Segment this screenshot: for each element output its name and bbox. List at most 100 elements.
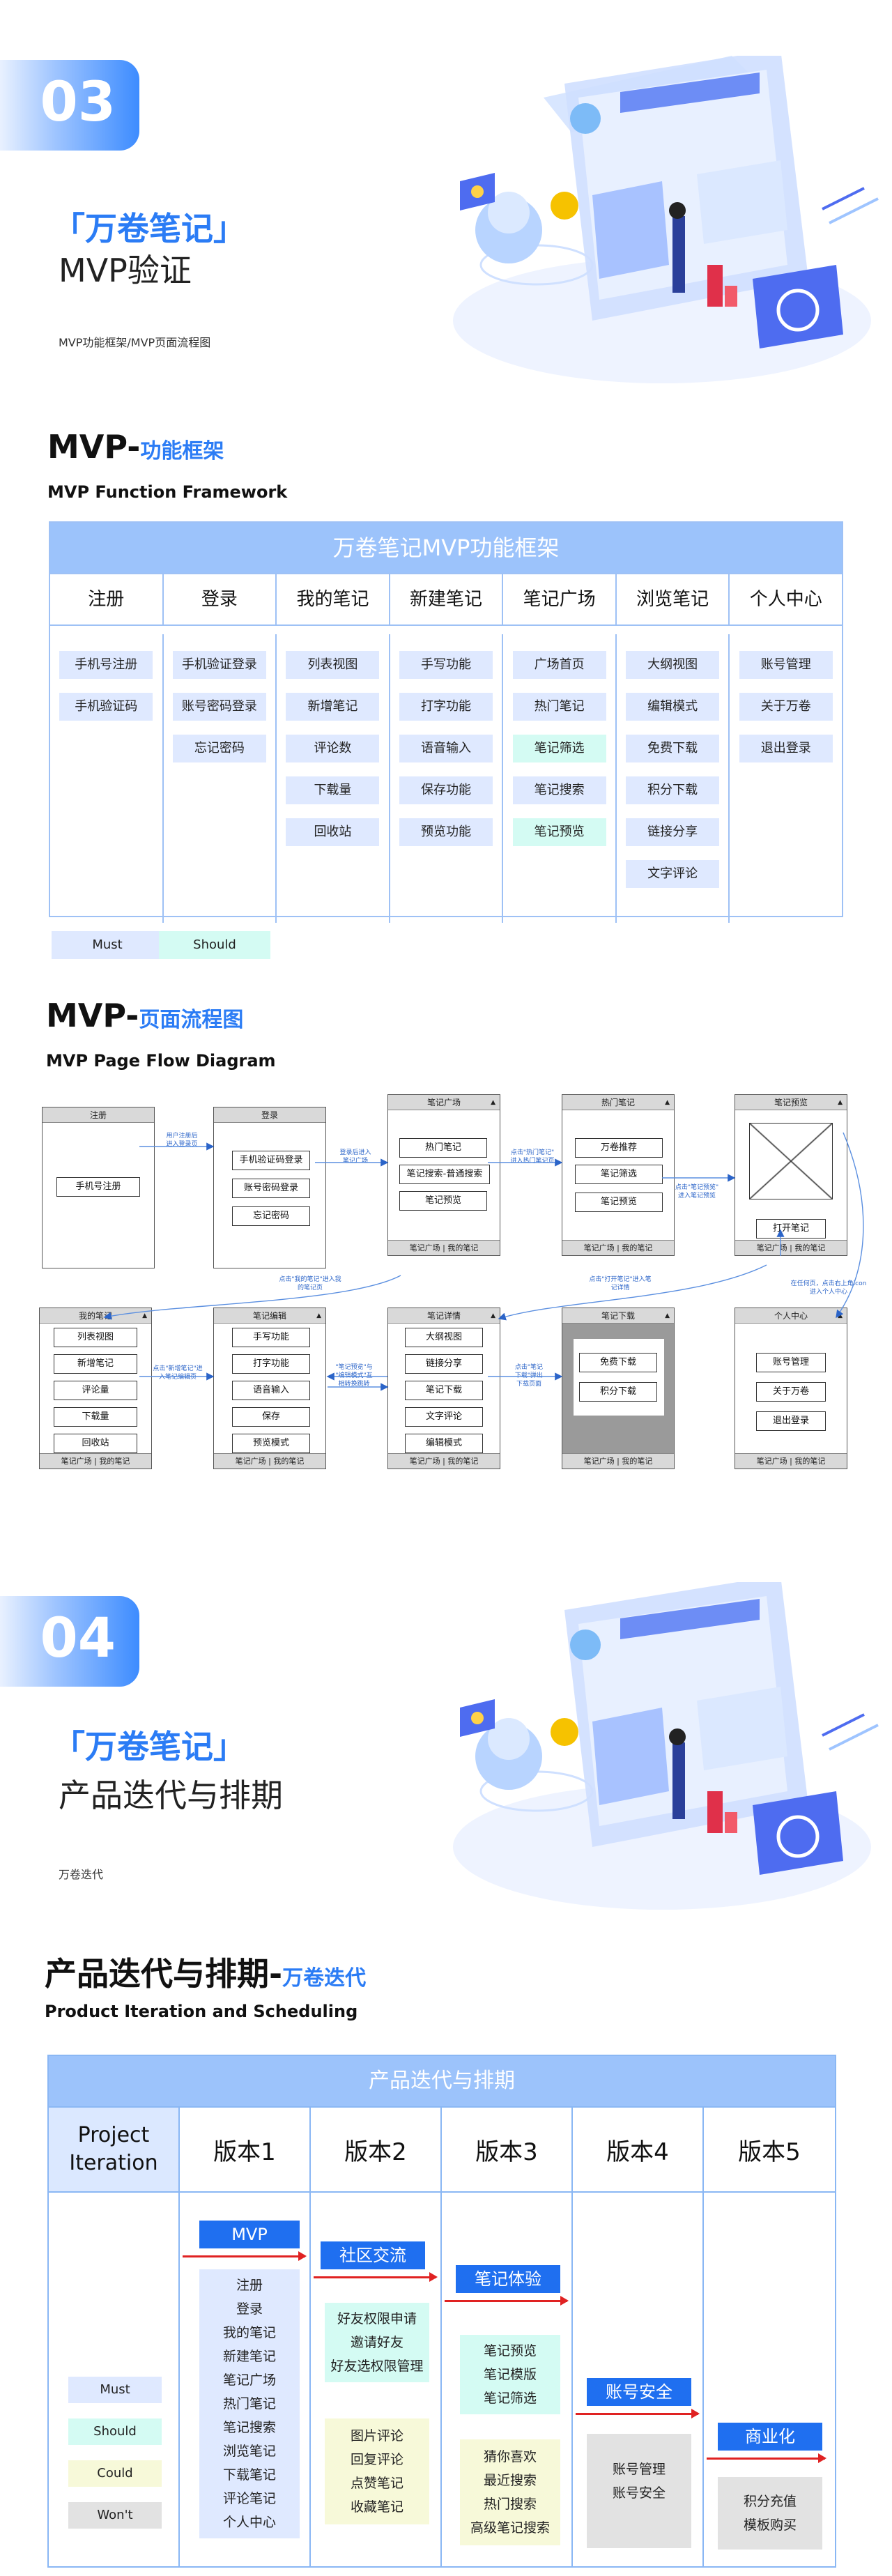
- flow-button[interactable]: 笔记下载: [405, 1381, 483, 1400]
- flow-button[interactable]: 积分下载: [579, 1382, 657, 1402]
- screen-footer-nav[interactable]: 笔记广场 | 我的笔记: [214, 1453, 325, 1469]
- framework-column-body: 账号管理关于万卷退出登录: [730, 634, 842, 923]
- section-subtitle-2: 产品迭代与排期: [59, 1777, 283, 1814]
- feature-tag: 账号密码登录: [172, 693, 266, 721]
- framework-table-title: 万卷笔记MVP功能框架: [50, 523, 842, 573]
- flow-button[interactable]: 笔记预览: [399, 1191, 487, 1211]
- iteration-item: 高级笔记搜索: [470, 2520, 550, 2536]
- flow-button[interactable]: 链接分享: [405, 1354, 483, 1374]
- flow-annotation: 点击"打开笔记"进入笔 记详情: [589, 1276, 652, 1291]
- framework-column-header: 浏览笔记: [617, 574, 730, 624]
- flow-screen-edit: 笔记编辑▲ 手写功能打字功能语音输入保存预览模式笔记广场 | 我的笔记: [213, 1308, 326, 1469]
- flow-button[interactable]: 账号密码登录: [232, 1179, 310, 1198]
- flow-annotation: 在任何页，点击右上角icon 进入个人中心: [790, 1280, 867, 1296]
- feature-tag: 手写功能: [399, 651, 493, 679]
- section-caption-2: 万卷迭代: [59, 1868, 104, 1881]
- flow-button[interactable]: 退出登录: [756, 1411, 826, 1431]
- feature-tag: 新增笔记: [286, 693, 380, 721]
- version-2-column: 社区交流 好友权限申请邀请好友好友选权限管理 图片评论回复评论点赞笔记收藏笔记: [311, 2193, 442, 2566]
- user-icon[interactable]: ▲: [665, 1099, 670, 1106]
- feature-tag: 列表视图: [286, 651, 380, 679]
- framework-column-body: 广场首页热门笔记笔记筛选笔记搜索笔记预览: [503, 634, 617, 923]
- flow-button[interactable]: 文字评论: [405, 1407, 483, 1427]
- version-3-column: 笔记体验 笔记预览笔记模版笔记筛选 猜你喜欢最近搜索热门搜索高级笔记搜索: [442, 2193, 573, 2566]
- screen-footer-nav[interactable]: 笔记广场 | 我的笔记: [735, 1240, 847, 1255]
- flow-annotation: 点击"我的笔记"进入我 的笔记页: [279, 1276, 341, 1291]
- flow-button[interactable]: 编辑模式: [405, 1434, 483, 1453]
- flow-button[interactable]: 手机号注册: [56, 1177, 140, 1197]
- iteration-heading: 产品迭代与排期-万卷迭代: [45, 1955, 367, 1993]
- screen-footer-nav[interactable]: 笔记广场 | 我的笔记: [735, 1453, 847, 1469]
- feature-tag: 链接分享: [626, 818, 720, 846]
- flow-button[interactable]: 关于万卷: [756, 1382, 826, 1402]
- screen-title: 热门笔记▲: [562, 1095, 674, 1110]
- flow-button[interactable]: 打字功能: [232, 1354, 310, 1374]
- version-2-header: 版本2: [311, 2108, 442, 2191]
- user-icon[interactable]: ▲: [838, 1099, 843, 1106]
- flow-button[interactable]: 笔记预览: [575, 1193, 663, 1212]
- user-icon[interactable]: ▲: [491, 1099, 495, 1106]
- feature-tag: 笔记搜索: [512, 776, 606, 804]
- iteration-item: 新建笔记: [222, 2349, 276, 2364]
- iteration-item: 模板购买: [743, 2517, 797, 2533]
- flow-button[interactable]: 评论量: [54, 1381, 137, 1400]
- flow-button[interactable]: 手写功能: [232, 1328, 310, 1347]
- user-icon[interactable]: ▲: [491, 1312, 495, 1319]
- iteration-item: 笔记模版: [483, 2367, 537, 2382]
- iteration-item: 热门笔记: [222, 2396, 276, 2412]
- screen-footer-nav[interactable]: 笔记广场 | 我的笔记: [562, 1240, 674, 1255]
- flow-button[interactable]: 大纲视图: [405, 1328, 483, 1347]
- user-icon[interactable]: ▲: [665, 1312, 670, 1319]
- arrow-v2: [314, 2272, 438, 2282]
- iteration-item: 笔记搜索: [222, 2420, 276, 2435]
- section-subtitle: MVP验证: [59, 252, 192, 289]
- feature-tag: 打字功能: [399, 693, 493, 721]
- version-5-column: 商业化 积分充值模板购买: [704, 2193, 835, 2566]
- flow-button[interactable]: 新增笔记: [54, 1354, 137, 1374]
- user-icon[interactable]: ▲: [316, 1312, 321, 1319]
- iteration-item: 好友权限申请: [337, 2311, 417, 2326]
- framework-column-body: 手写功能打字功能语音输入保存功能预览功能: [390, 634, 504, 923]
- screen-footer-nav[interactable]: 笔记广场 | 我的笔记: [562, 1453, 674, 1469]
- flow-button[interactable]: 手机验证码登录: [232, 1151, 310, 1170]
- flow-annotation: 用户注册后 进入登录页: [166, 1133, 198, 1148]
- feature-tag: 下载量: [286, 776, 380, 804]
- flow-button[interactable]: 忘记密码: [232, 1206, 310, 1226]
- download-popup: [574, 1339, 664, 1416]
- flow-button[interactable]: 账号管理: [756, 1353, 826, 1372]
- user-icon[interactable]: ▲: [142, 1312, 147, 1319]
- version-4-header: 版本4: [573, 2108, 704, 2191]
- flow-annotation: 点击"笔记预览" 进入笔记预览: [675, 1184, 719, 1199]
- flow-button[interactable]: 下载量: [54, 1407, 137, 1427]
- flow-button[interactable]: 笔记筛选: [575, 1165, 663, 1184]
- section-number-badge: 03: [0, 60, 139, 151]
- flow-button[interactable]: 语音输入: [232, 1381, 310, 1400]
- iteration-table: 产品迭代与排期 Project Iteration 版本1 版本2 版本3 版本…: [47, 2055, 836, 2568]
- flow-button[interactable]: 打开笔记: [756, 1219, 826, 1239]
- flow-button[interactable]: 回收站: [54, 1434, 137, 1453]
- feature-tag: 回收站: [286, 818, 380, 846]
- image-placeholder: [749, 1123, 833, 1199]
- flow-button[interactable]: 笔记搜索-普通搜索: [399, 1165, 490, 1184]
- screen-title: 注册: [43, 1107, 154, 1123]
- screen-title: 笔记编辑▲: [214, 1308, 325, 1324]
- community-tag: 社区交流: [321, 2241, 425, 2269]
- screen-footer-nav[interactable]: 笔记广场 | 我的笔记: [388, 1240, 500, 1255]
- flow-button[interactable]: 热门笔记: [399, 1138, 487, 1158]
- iteration-item: 最近搜索: [483, 2473, 537, 2488]
- flow-button[interactable]: 预览模式: [232, 1434, 310, 1453]
- flow-screen-login: 登录手机验证码登录账号密码登录忘记密码: [213, 1107, 326, 1268]
- feature-tag: 评论数: [286, 735, 380, 762]
- flow-screen-profile: 个人中心▲账号管理关于万卷退出登录笔记广场 | 我的笔记: [735, 1308, 847, 1469]
- flow-button[interactable]: 列表视图: [54, 1328, 137, 1347]
- arrow-v3: [445, 2296, 569, 2306]
- feature-tag: 免费下载: [626, 735, 720, 762]
- flow-button[interactable]: 万卷推荐: [575, 1138, 663, 1158]
- iteration-item: 猜你喜欢: [483, 2449, 537, 2464]
- screen-footer-nav[interactable]: 笔记广场 | 我的笔记: [40, 1453, 151, 1469]
- v5-wont-list: 积分充值模板购买: [718, 2477, 822, 2550]
- flow-button[interactable]: 保存: [232, 1407, 310, 1427]
- screen-footer-nav[interactable]: 笔记广场 | 我的笔记: [388, 1453, 500, 1469]
- flow-button[interactable]: 免费下载: [579, 1353, 657, 1372]
- version-1-column: MVP 注册登录我的笔记新建笔记笔记广场热门笔记笔记搜索浏览笔记下载笔记评论笔记…: [180, 2193, 311, 2566]
